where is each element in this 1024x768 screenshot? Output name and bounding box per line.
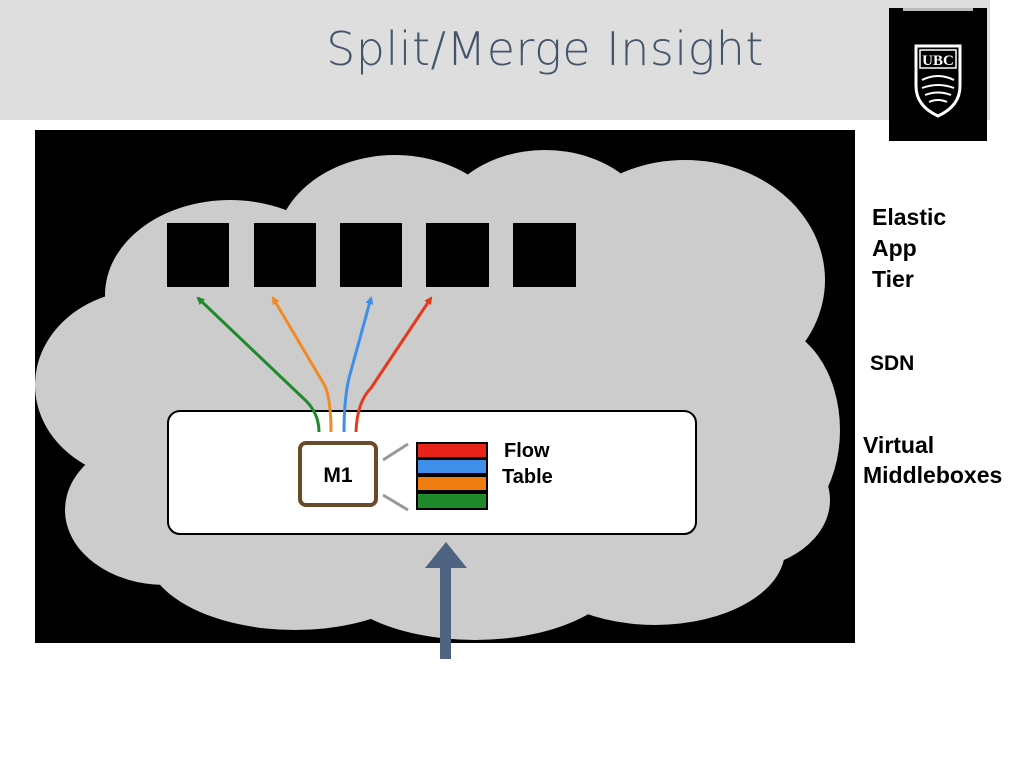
flow-table [416,442,488,510]
logo-text: UBC [922,53,954,69]
logo-banner [919,49,957,69]
elastic-label-line3: Tier [872,266,914,292]
elastic-app-tier-label: Elastic App Tier [872,202,1012,295]
logo-wave-3 [924,91,952,96]
logo-wave-2 [921,84,955,89]
logo-wave-1 [921,75,955,81]
logo-top-mark [903,8,973,11]
flow-arrow-red [354,296,433,433]
slide-title: Split/Merge Insight [326,22,764,76]
flow-arrow-orange [271,296,333,433]
flow-arrow-green [196,296,321,433]
connector-line [382,442,409,462]
network-diagram: M1 Flow Table [35,130,855,643]
flow-table-label-line1: Flow [504,440,550,462]
flow-table-row [416,442,488,459]
ubc-logo: UBC [889,8,987,141]
input-arrow-head [425,542,467,568]
app-server-box [254,223,316,287]
middlebox-m1-label: M1 [323,464,352,487]
flow-table-label-line2: Table [502,466,553,488]
app-server-box [513,223,576,287]
sdn-label: SDN [870,352,915,375]
input-arrow-shaft [440,563,451,643]
flow-table-row [416,492,488,510]
flow-arrow-blue [342,296,374,433]
flow-table-row [416,475,488,492]
app-server-box [167,223,229,287]
elastic-label-line1: Elastic [872,204,947,230]
elastic-label-line2: App [872,235,917,261]
virtual-label-line2: Middleboxes [863,462,1003,488]
input-arrow-tail [440,643,451,659]
shield-icon [914,44,962,118]
app-server-box [426,223,489,287]
app-server-box [340,223,402,287]
connector-line [382,493,409,512]
title-band [0,0,990,120]
middlebox-m1 [298,441,378,507]
virtual-middleboxes-label: Virtual Middleboxes [863,430,1002,490]
logo-wave-4 [928,99,948,103]
flow-table-row [416,458,488,475]
virtual-label-line1: Virtual [863,432,935,458]
